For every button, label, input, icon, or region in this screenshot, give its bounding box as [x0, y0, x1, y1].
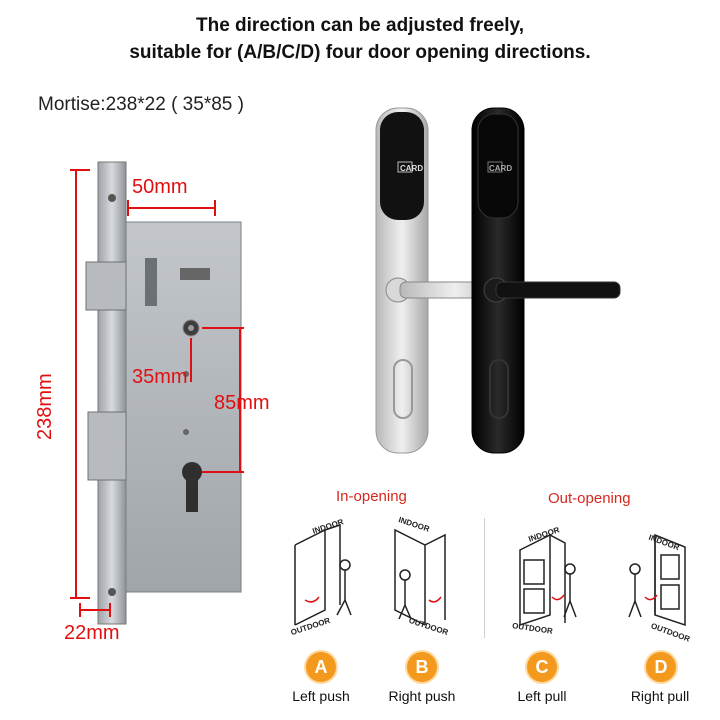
latch-bolt [85, 261, 127, 311]
option-c-badge: C [527, 652, 557, 682]
smart-lock-handles [375, 107, 621, 454]
door-direction-diagrams [294, 523, 686, 627]
door-diagram-b [394, 528, 446, 626]
out-opening-label: Out-opening [548, 490, 631, 507]
in-opening-label: In-opening [336, 488, 407, 505]
mortise-title: Mortise:238*22 ( 35*85 ) [38, 94, 244, 115]
option-c-caption: Left pull [517, 688, 567, 704]
headline-line-1: The direction can be adjusted freely, [195, 15, 524, 36]
door-diagram-d [628, 533, 686, 627]
dead-bolt [87, 411, 127, 481]
option-d-badge: D [646, 652, 676, 682]
option-a-badge: A [306, 652, 336, 682]
cylinder-hole [182, 462, 202, 512]
silver-card-label: CARD [400, 164, 424, 173]
dim-thickness-label: 22mm [64, 622, 120, 644]
dim-width-top-label: 50mm [132, 176, 188, 198]
option-b-badge: B [407, 652, 437, 682]
dim-backset-label: 35mm [132, 366, 188, 388]
black-card-label: CARD [489, 164, 513, 173]
section-divider [484, 518, 485, 638]
option-b-caption: Right push [388, 688, 456, 704]
headline-line-2: suitable for (A/B/C/D) four door opening… [129, 42, 591, 63]
option-d-caption: Right pull [630, 688, 690, 704]
door-diagram-a [294, 523, 352, 626]
dim-height-label: 238mm [34, 373, 56, 440]
face-plate [97, 161, 127, 625]
option-a-caption: Left push [292, 688, 350, 704]
black-handle [471, 107, 621, 454]
door-diagram-c [519, 533, 577, 627]
mortise-lock-diagram [70, 161, 244, 625]
dim-center-label: 85mm [214, 392, 270, 414]
